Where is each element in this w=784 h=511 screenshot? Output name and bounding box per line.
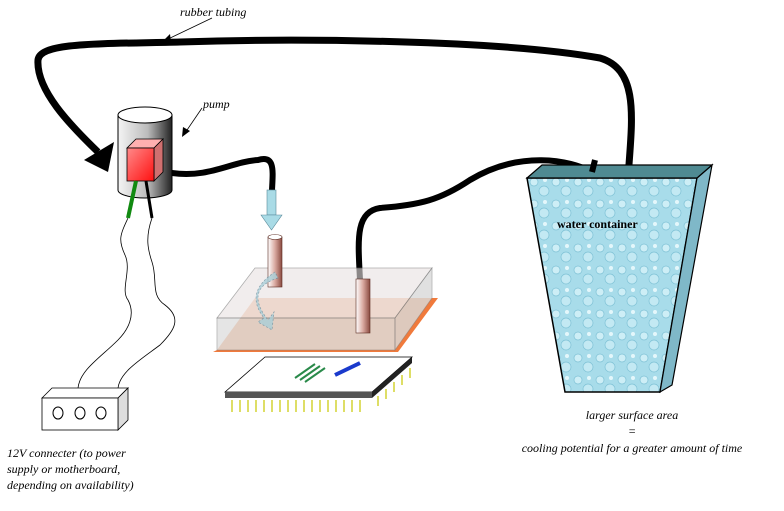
flow-down-arrow-icon	[260, 189, 283, 231]
power-wire-2	[117, 217, 176, 389]
label-equals: =	[628, 424, 636, 438]
label-rubber-tubing: rubber tubing	[180, 5, 246, 19]
tubing-pump-to-block	[171, 156, 276, 191]
tubing-block-to-container	[355, 157, 594, 281]
label-pump: pump	[202, 97, 230, 111]
rubber-tubing-return	[34, 36, 635, 179]
label-connector-2: supply or motherboard,	[7, 462, 120, 476]
water-block	[213, 234, 438, 352]
pump	[117, 106, 173, 199]
tubing-into-container-left	[589, 159, 598, 173]
power-wire-green	[126, 180, 138, 219]
power-wire-black	[144, 180, 154, 219]
flow-arrowhead-icon	[84, 142, 114, 172]
water-container	[525, 163, 714, 394]
label-cooling-potential: cooling potential for a greater amount o…	[522, 441, 743, 455]
cpu-chip	[223, 356, 414, 412]
label-connector-3: depending on availability)	[7, 478, 134, 492]
label-connector-1: 12V connecter (to power	[7, 446, 126, 460]
label-water-container: water container	[557, 217, 638, 231]
circulation-arrow-icon	[255, 271, 279, 331]
power-wire-1	[77, 217, 132, 389]
label-surface-area: larger surface area	[586, 408, 678, 422]
power-connector	[41, 387, 129, 431]
